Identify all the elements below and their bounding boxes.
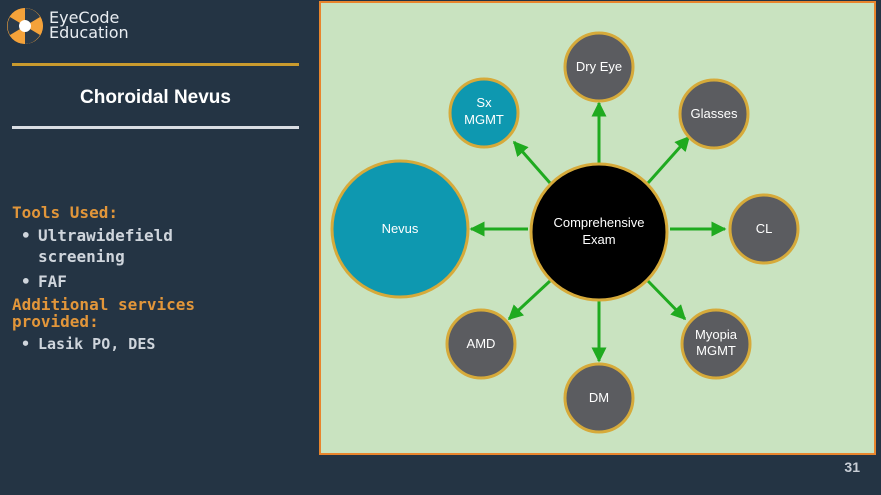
node-cl-label: CL <box>756 221 773 236</box>
tools-list: Ultrawidefield screening FAF <box>12 225 312 292</box>
node-glasses: Glasses <box>678 78 750 150</box>
connector-arrows <box>469 101 727 363</box>
brand-line-2: Education <box>49 23 129 42</box>
node-amd-label: AMD <box>467 336 496 351</box>
node-dry-eye: Dry Eye <box>563 31 635 103</box>
arrow-to-amd <box>507 279 552 321</box>
node-nevus: Nevus <box>330 159 470 299</box>
services-heading-line-1: Additional services <box>12 295 196 314</box>
services-item-lasik: Lasik PO, DES <box>12 334 312 354</box>
tools-item-faf: FAF <box>12 271 312 292</box>
title-rule-top <box>12 63 299 66</box>
node-amd: AMD <box>445 308 517 380</box>
node-glasses-label: Glasses <box>691 106 738 121</box>
sidebar-content: Tools Used: Ultrawidefield screening FAF… <box>12 204 312 354</box>
aperture-icon <box>7 8 43 44</box>
node-myopia-label-1: Myopia <box>695 327 738 342</box>
diagram-panel: Dry Eye Glasses CL Myopia MGMT DM AMD Ne… <box>319 1 876 455</box>
tools-heading: Tools Used: <box>12 203 118 222</box>
services-heading: Additional services provided: <box>12 296 312 330</box>
arrow-to-glasses <box>646 135 691 184</box>
tools-item-ultrawidefield: Ultrawidefield screening <box>12 225 312 267</box>
tools-item-line-1: Ultrawidefield <box>38 226 173 245</box>
slide-title: Choroidal Nevus <box>80 87 231 108</box>
arrow-to-sx <box>512 140 552 184</box>
node-myopia-mgmt: Myopia MGMT <box>680 308 752 380</box>
node-comprehensive-exam: Comprehensive Exam <box>529 162 669 302</box>
brand-line-1: EyeCode <box>49 8 120 27</box>
tools-item-line-2: screening <box>38 247 125 266</box>
center-label-2: Exam <box>582 232 615 247</box>
node-sx-label-1: Sx <box>476 95 492 110</box>
services-list: Lasik PO, DES <box>12 334 312 354</box>
title-rule-bottom <box>12 126 299 129</box>
hub-spoke-diagram: Dry Eye Glasses CL Myopia MGMT DM AMD Ne… <box>330 31 800 434</box>
center-label-1: Comprehensive <box>553 215 644 230</box>
node-sx-mgmt: Sx MGMT <box>448 77 520 149</box>
services-heading-line-2: provided: <box>12 312 99 331</box>
node-sx-label-2: MGMT <box>464 112 504 127</box>
node-nevus-label: Nevus <box>382 221 419 236</box>
eyecode-logo: EyeCode Education <box>7 6 167 46</box>
page-number: 31 <box>844 459 860 475</box>
node-dm-label: DM <box>589 390 609 405</box>
node-dm: DM <box>563 362 635 434</box>
node-myopia-label-2: MGMT <box>696 343 736 358</box>
brand-name: EyeCode Education <box>49 8 129 42</box>
node-dry-eye-label: Dry Eye <box>576 59 622 74</box>
node-cl: CL <box>728 193 800 265</box>
arrow-to-myopia <box>646 279 687 321</box>
